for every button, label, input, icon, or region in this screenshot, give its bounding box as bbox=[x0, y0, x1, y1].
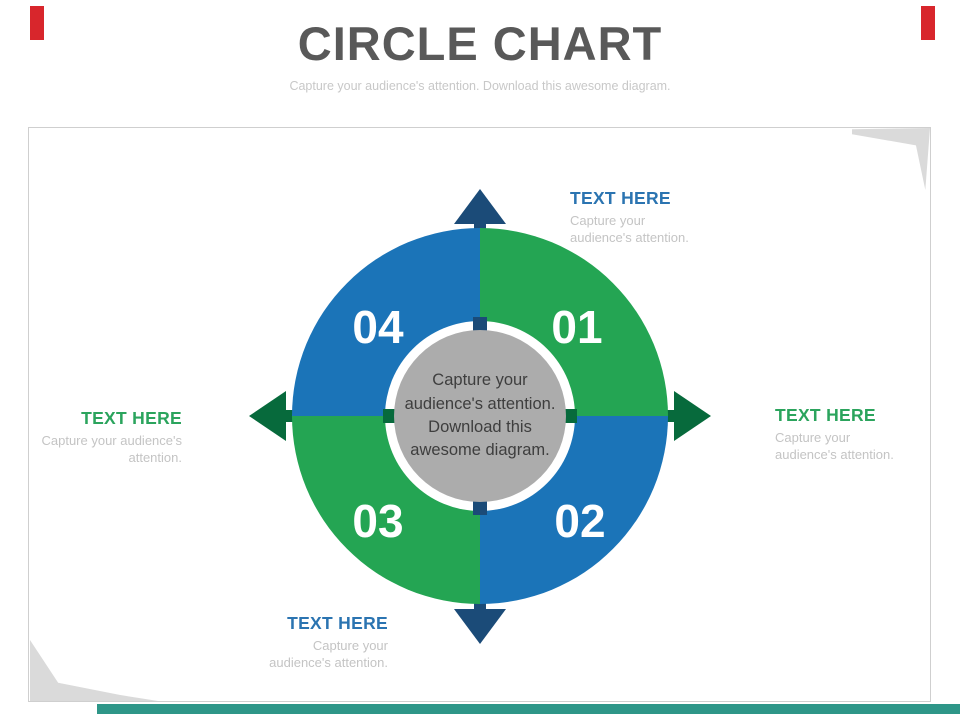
segment-number-03: 03 bbox=[352, 495, 404, 547]
axis-nub-right bbox=[563, 409, 577, 423]
callout-right-caption-line-1: Capture your bbox=[775, 430, 851, 445]
callout-top-caption-line-1: Capture your bbox=[570, 213, 646, 228]
center-circle-text: Capture your audience's attention. Downl… bbox=[396, 369, 564, 463]
callout-bottom: TEXT HERE Capture your audience's attent… bbox=[244, 613, 388, 671]
segment-number-01: 01 bbox=[551, 301, 603, 353]
page-subtitle: Capture your audience's attention. Downl… bbox=[289, 79, 671, 93]
center-line-1: Capture your bbox=[432, 371, 528, 390]
axis-nub-left bbox=[383, 409, 397, 423]
callout-left-caption-line-2: attention. bbox=[128, 449, 183, 465]
callout-top: TEXT HERE Capture your audience's attent… bbox=[570, 188, 720, 246]
center-circle: Capture your audience's attention. Downl… bbox=[394, 330, 566, 502]
callout-right-caption-line-2: audience's attention. bbox=[775, 446, 894, 462]
red-accent-bar-left bbox=[30, 6, 44, 40]
axis-nub-bottom bbox=[473, 501, 487, 515]
callout-left-caption-line-1: Capture your audience's bbox=[41, 433, 182, 448]
segment-number-04: 04 bbox=[352, 301, 404, 353]
callout-bottom-caption-line-2: audience's attention. bbox=[269, 654, 388, 670]
callout-right-label: TEXT HERE bbox=[775, 405, 876, 425]
segment-number-02: 02 bbox=[554, 495, 606, 547]
red-accent-bar-right bbox=[921, 6, 935, 40]
teal-accent-bar-bottom bbox=[97, 704, 960, 714]
center-line-4: awesome diagram. bbox=[410, 441, 550, 460]
axis-nub-top bbox=[473, 317, 487, 331]
callout-left-label: TEXT HERE bbox=[81, 408, 182, 428]
center-line-3: Download this bbox=[428, 418, 532, 436]
callout-top-label: TEXT HERE bbox=[570, 188, 671, 208]
center-line-2: audience's attention. bbox=[404, 394, 556, 413]
callout-left: TEXT HERE Capture your audience's attent… bbox=[38, 408, 182, 466]
page-title: CIRCLE CHART bbox=[297, 17, 663, 70]
callout-bottom-label: TEXT HERE bbox=[287, 613, 388, 633]
callout-top-caption-line-2: audience's attention. bbox=[570, 229, 689, 245]
callout-bottom-caption-line-1: Capture your bbox=[312, 638, 388, 653]
callout-right: TEXT HERE Capture your audience's attent… bbox=[775, 405, 925, 463]
